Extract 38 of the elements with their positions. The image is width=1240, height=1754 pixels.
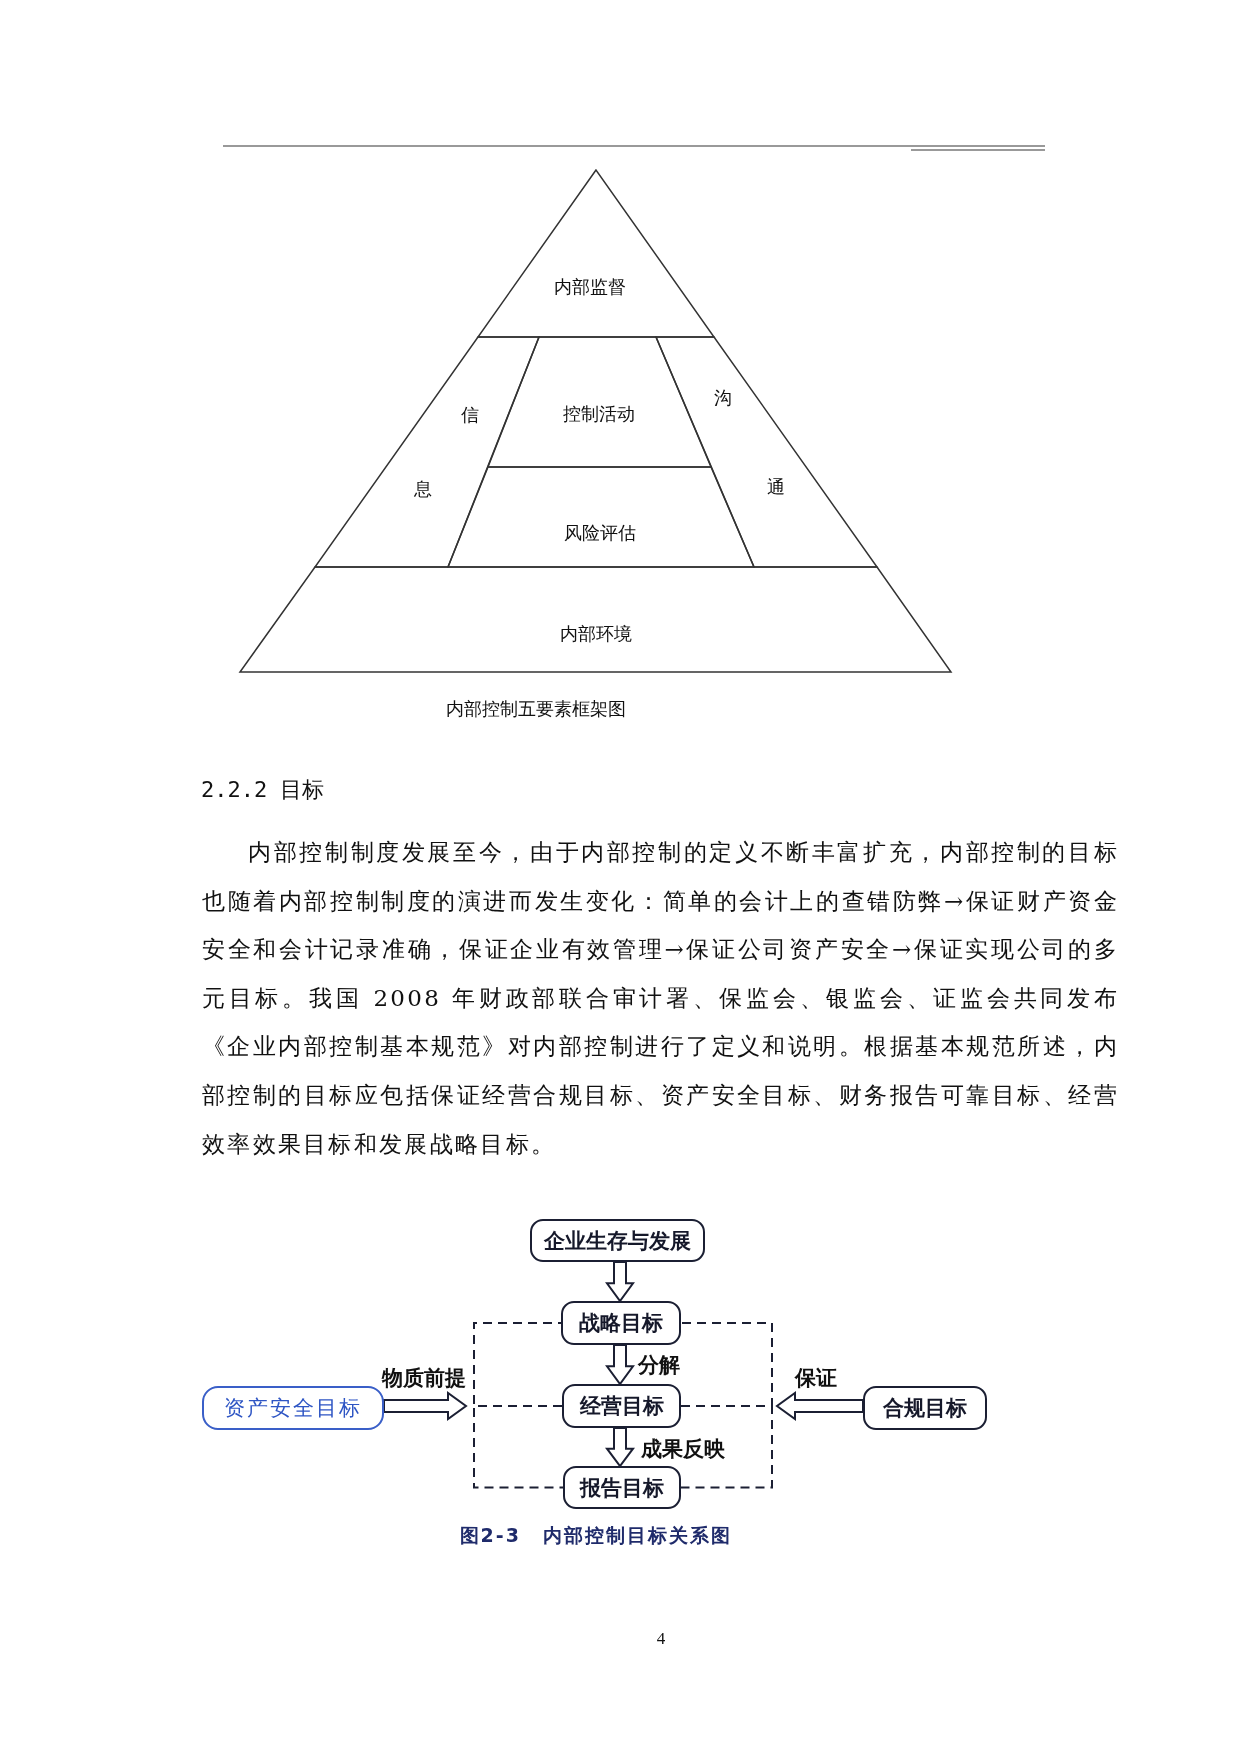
dashed-connector bbox=[473, 1405, 564, 1489]
pyramid-layer bbox=[447, 466, 755, 568]
page-number: 4 bbox=[656, 1629, 666, 1649]
figure-caption: 图2-3 内部控制目标关系图 bbox=[459, 1523, 733, 1547]
block-arrow bbox=[775, 1391, 864, 1421]
pyramid-side-band bbox=[655, 336, 878, 568]
layer-label: 通 bbox=[767, 476, 785, 498]
edge-label: 物质前提 bbox=[380, 1366, 468, 1390]
goal-box: 报告目标 bbox=[563, 1466, 681, 1509]
edge-label: 保证 bbox=[793, 1366, 839, 1390]
edge-label: 成果反映 bbox=[639, 1437, 727, 1461]
dashed-connector bbox=[680, 1405, 773, 1489]
figure-caption: 内部控制五要素框架图 bbox=[446, 698, 626, 720]
pyramid-layer bbox=[487, 336, 712, 468]
section-heading: 2.2.2 目标 bbox=[201, 776, 325, 804]
block-arrow bbox=[605, 1427, 635, 1468]
pyramid-apex-layer bbox=[477, 169, 715, 338]
edge-label: 分解 bbox=[636, 1353, 682, 1377]
goal-box: 企业生存与发展 bbox=[530, 1219, 705, 1262]
block-arrow bbox=[383, 1391, 468, 1421]
layer-label: 控制活动 bbox=[563, 403, 635, 425]
goal-box: 战略目标 bbox=[561, 1301, 681, 1345]
layer-label: 信 bbox=[461, 404, 479, 426]
dashed-connector bbox=[473, 1322, 563, 1407]
dashed-connector bbox=[680, 1322, 773, 1407]
goal-box: 资产安全目标 bbox=[202, 1386, 384, 1430]
layer-label: 内部环境 bbox=[560, 623, 632, 645]
block-arrow bbox=[605, 1261, 635, 1303]
layer-label: 风险评估 bbox=[564, 522, 636, 544]
layer-label: 沟 bbox=[714, 387, 732, 409]
goal-box: 合规目标 bbox=[863, 1386, 987, 1430]
goal-box: 经营目标 bbox=[562, 1384, 681, 1428]
body-paragraph: 内部控制制度发展至今，由于内部控制的定义不断丰富扩充，内部控制的目标也随着内部控制制度的演进而发生变化：简单的会计上的查错防弊→保证财产资金安全和会计记录准确，保证企业有效管理→保证公司资产安全→保证实现公司的多元目标。我国 2008 年财政部联合审计署、保监会、银监会、证监会共同发布《企业内部控制基本规范》对内部控制进行了定义和说明。根据基本规范所述，内部控制的目标应包括保证经营合规目标、资产安全目标、财务报告可靠目标、经营效率效果目标和发展战略目标。 bbox=[202, 838, 1119, 1159]
pyramid-base-layer bbox=[239, 566, 952, 673]
block-arrow bbox=[605, 1344, 635, 1386]
layer-label: 息 bbox=[414, 478, 432, 500]
pyramid-side-band bbox=[314, 336, 540, 568]
layer-label: 内部监督 bbox=[554, 276, 626, 298]
